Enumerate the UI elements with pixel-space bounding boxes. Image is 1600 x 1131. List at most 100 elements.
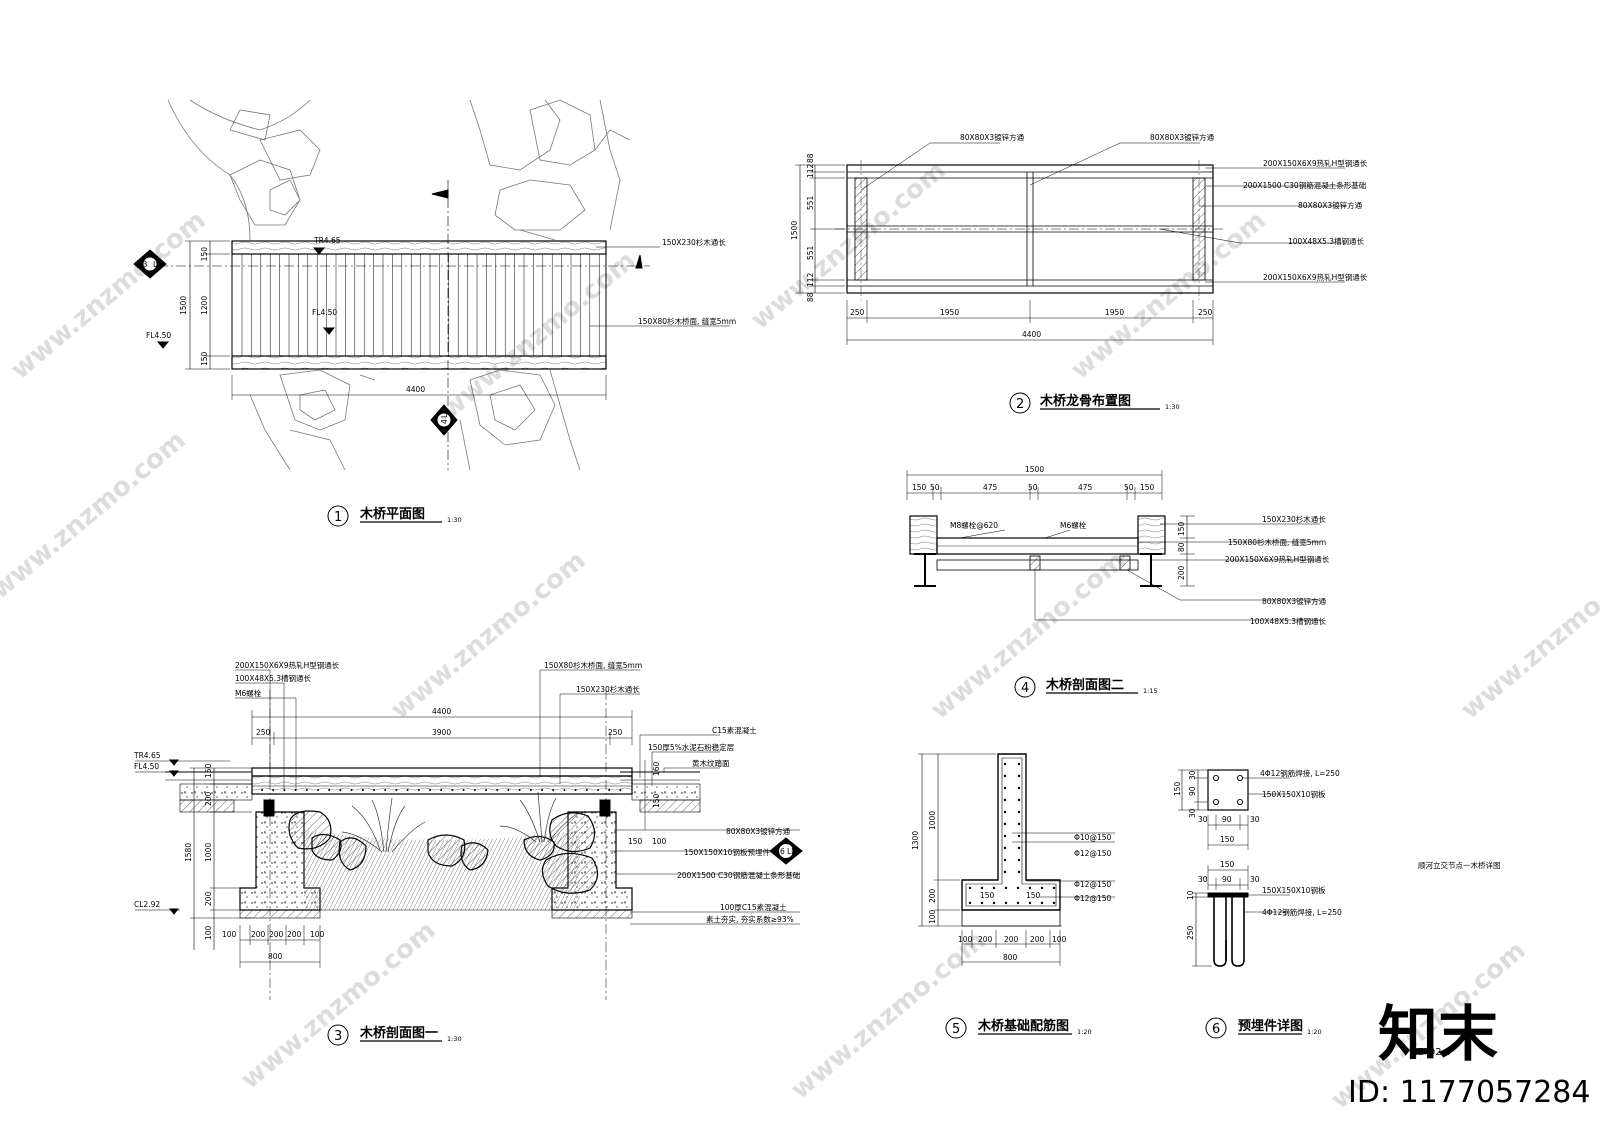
rebar-dot bbox=[1003, 870, 1007, 874]
s1-ntr-2: 150X230杉木通长 bbox=[576, 684, 640, 694]
note-right-1: 200X150X6X9热轧H型钢通长 bbox=[1263, 158, 1368, 168]
title-num: 4 bbox=[1021, 681, 1029, 696]
fdim-b2: 1950 bbox=[940, 308, 959, 317]
title-text: 木桥基础配筋图 bbox=[977, 1018, 1069, 1034]
sheet-side-note: 顺河立交节点一木桥详图 bbox=[1418, 860, 1501, 870]
rebar-dot bbox=[1017, 846, 1021, 850]
s1-marker-sheet: LD bbox=[787, 847, 797, 856]
rebar-dot bbox=[1003, 798, 1007, 802]
section-marker-3[interactable] bbox=[133, 249, 167, 279]
bolt-dot bbox=[350, 789, 353, 791]
s1-dl-5: 100 bbox=[204, 925, 213, 940]
bolt-dot bbox=[429, 789, 431, 791]
title-num: 1 bbox=[334, 510, 342, 525]
s2-d2: 50 bbox=[930, 483, 940, 492]
drawing-title-3: 3 木桥剖面图一 1:30 bbox=[327, 1024, 462, 1046]
s1-ntl-3: M6螺栓 bbox=[235, 688, 262, 698]
s1-dr-4: 160 bbox=[652, 761, 661, 776]
bolt-dot bbox=[529, 789, 532, 791]
bolt-dot bbox=[384, 789, 387, 791]
title-num: 3 bbox=[334, 1029, 342, 1044]
foundation-text: 1000 200 100 1300 Φ10@150 Φ12@150 Φ12@15… bbox=[911, 811, 1111, 962]
rebar-dot bbox=[1017, 834, 1021, 838]
s2-bolt1: M8螺栓@620 bbox=[950, 520, 998, 530]
section1-text: 200X150X6X9热轧H型钢通长 100X48X5.3槽钢通长 M6螺栓 1… bbox=[133, 660, 800, 961]
sheet-code: LD-02.0 bbox=[1412, 1047, 1451, 1058]
rebar-dot bbox=[1017, 822, 1021, 826]
em-bn1: 150X150X10钢板 bbox=[1262, 885, 1326, 895]
s2-bolt2: M6螺栓 bbox=[1060, 520, 1087, 530]
s1-nrl-3: 200X1500 C30钢筋混凝土条形基础 bbox=[677, 870, 800, 880]
note-top-1: 80X80X3镀锌方通 bbox=[960, 132, 1025, 142]
fdim-2: 112 bbox=[806, 163, 815, 178]
s1-db-3: 200 bbox=[269, 930, 284, 939]
watermark-text: www.znzmo.com bbox=[1455, 545, 1600, 725]
level-fl-left: FL4.50 bbox=[146, 331, 171, 340]
bolt-dot bbox=[496, 789, 499, 791]
s2-d4: 50 bbox=[1028, 483, 1038, 492]
watermark-id: ID: 1177057284 bbox=[1348, 1075, 1590, 1110]
fdim-5: 112 bbox=[806, 272, 815, 287]
drawing-title-5: 5 木桥基础配筋图 1:20 bbox=[945, 1017, 1092, 1039]
drawing-title-1: 1 木桥平面图 1:30 bbox=[327, 505, 462, 527]
marker-b-num: 4 bbox=[440, 419, 449, 424]
title-scale: 1:30 bbox=[447, 516, 462, 524]
s1-ntr-1: 150X80杉木桥面, 缝宽5mm bbox=[544, 660, 642, 670]
title-text: 木桥平面图 bbox=[359, 506, 425, 522]
rebar-dot bbox=[968, 901, 972, 905]
watermark-text: www.znzmo.com bbox=[925, 545, 1131, 725]
watermark-text: www.znzmo.com bbox=[0, 425, 192, 605]
bolt-dot bbox=[608, 789, 611, 791]
fd-dl-2: 200 bbox=[928, 888, 937, 903]
fd-total: 1300 bbox=[911, 831, 920, 850]
em-n2: 150X150X10钢板 bbox=[1262, 789, 1326, 799]
note-right-5: 200X150X6X9热轧H型钢通长 bbox=[1263, 272, 1368, 282]
s1-db-total: 800 bbox=[268, 952, 283, 961]
em-bn2: 4Φ12钢筋焊接, L=250 bbox=[1262, 907, 1342, 917]
title-scale: 1:20 bbox=[1307, 1028, 1322, 1036]
bolt-dot bbox=[283, 789, 286, 791]
dim-left-3: 150 bbox=[200, 351, 209, 366]
s2-d6: 50 bbox=[1124, 483, 1134, 492]
bolt-dot bbox=[261, 789, 263, 791]
s1-marker-num: 6 bbox=[780, 847, 785, 856]
rebar-dot bbox=[1003, 786, 1007, 790]
s1-dl-1: 150 bbox=[204, 763, 213, 778]
rebar-dot bbox=[992, 886, 996, 890]
fdim-1: 88 bbox=[806, 153, 815, 163]
s1-lvl-3: CL2.92 bbox=[134, 900, 160, 909]
rebar-dot bbox=[1017, 786, 1021, 790]
bolt-dot bbox=[339, 789, 342, 791]
section-marker-4[interactable] bbox=[430, 404, 458, 436]
fdim-total: 1500 bbox=[790, 221, 799, 240]
foundation-drawing bbox=[918, 753, 1115, 966]
fdim-b3: 1950 bbox=[1105, 308, 1124, 317]
rebar-dot bbox=[1052, 901, 1056, 905]
em-bh3: 30 bbox=[1250, 875, 1260, 884]
rebar-dot bbox=[1003, 858, 1007, 862]
title-num: 5 bbox=[952, 1022, 960, 1037]
bolt-dot bbox=[361, 789, 364, 791]
rebar-dot bbox=[1004, 901, 1008, 905]
rebar-dot bbox=[980, 886, 984, 890]
em-bh2: 90 bbox=[1222, 875, 1232, 884]
watermark-text: www.znzmo.com bbox=[745, 155, 951, 335]
level-tr: TR4.65 bbox=[313, 236, 341, 245]
rebar-dot bbox=[1040, 886, 1044, 890]
rebar-dot bbox=[1003, 846, 1007, 850]
fd-r3: Φ12@150 bbox=[1074, 880, 1111, 889]
fdim-4: 551 bbox=[806, 245, 815, 260]
fdim-b1: 250 bbox=[850, 308, 865, 317]
drawing-title-4: 4 木桥剖面图二 1:15 bbox=[1014, 676, 1158, 698]
fd-r1: Φ10@150 bbox=[1074, 833, 1111, 842]
rebar-dot bbox=[1040, 901, 1044, 905]
section-marker-6[interactable] bbox=[769, 837, 803, 865]
s1-dr-1: 150 bbox=[652, 793, 661, 808]
em-bv2: 250 bbox=[1186, 925, 1195, 940]
bolt-dot bbox=[317, 789, 319, 791]
s2-n5: 100X48X5.3槽钢通长 bbox=[1250, 616, 1327, 626]
watermark-text: www.znzmo.com bbox=[385, 545, 591, 725]
bolt-dot bbox=[272, 789, 275, 791]
note-top-2: 80X80X3镀锌方通 bbox=[1150, 132, 1215, 142]
